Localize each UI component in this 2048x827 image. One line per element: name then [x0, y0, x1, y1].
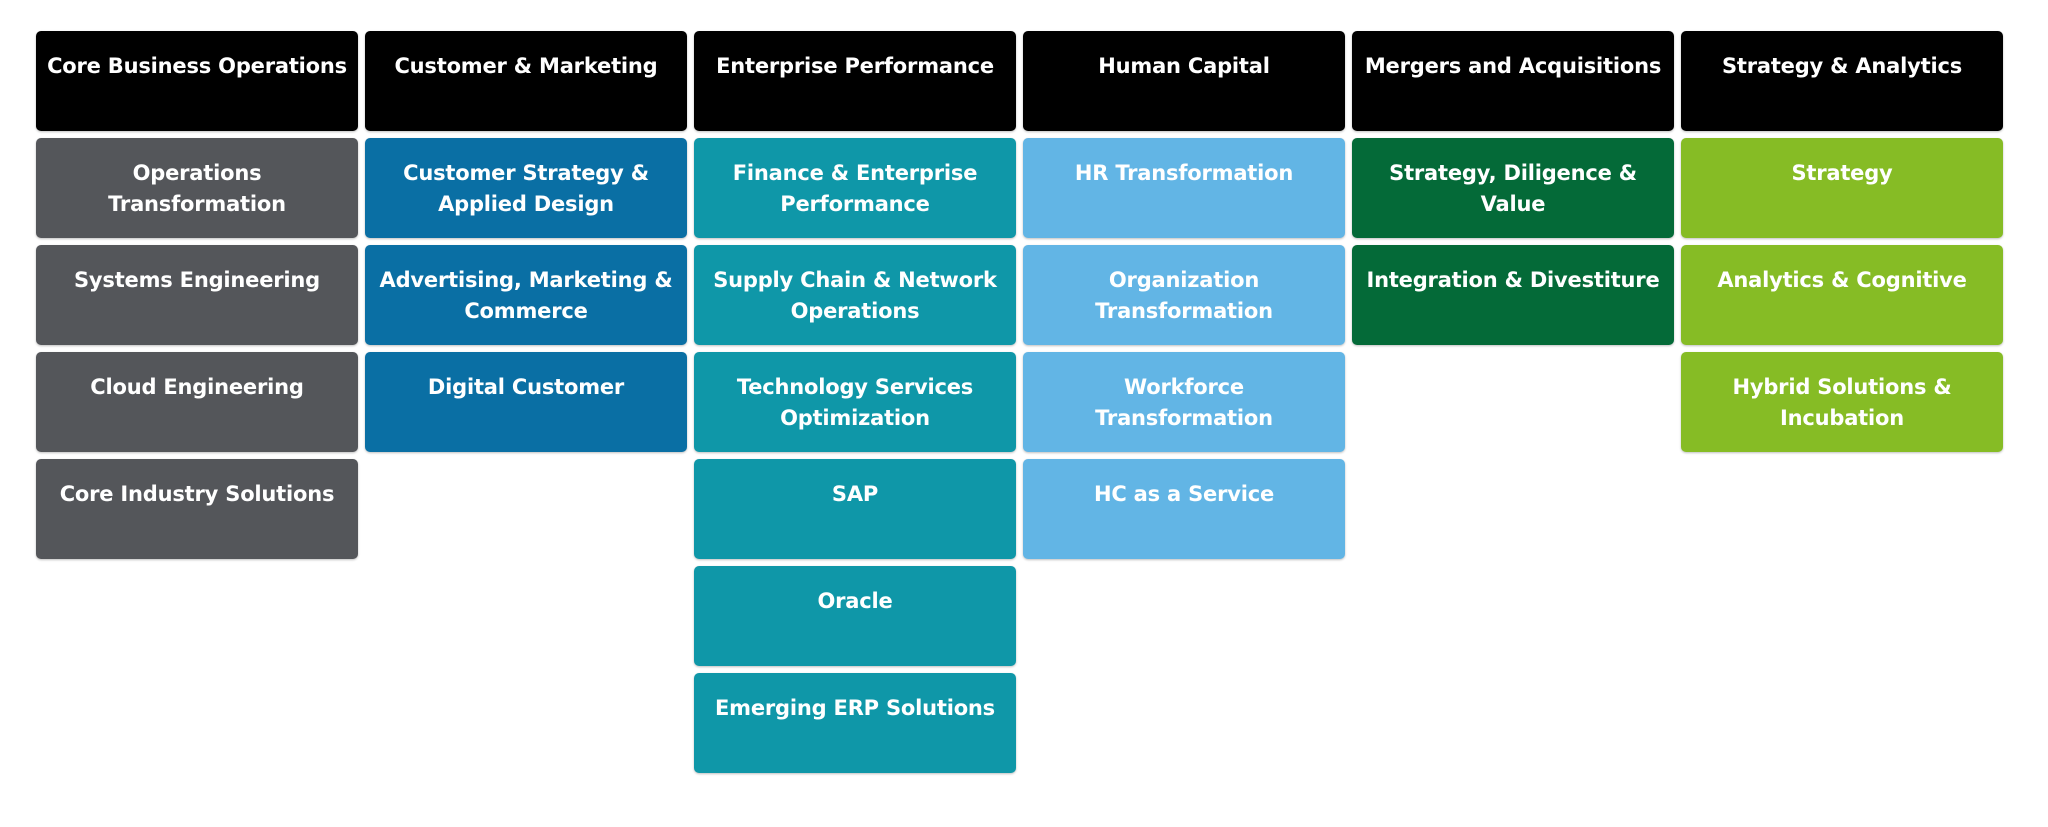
service-tile: SAP [694, 459, 1016, 559]
service-tile: HR Transformation [1023, 138, 1345, 238]
service-tile: Oracle [694, 566, 1016, 666]
service-tile: Hybrid Solutions & Incubation [1681, 352, 2003, 452]
column-header: Customer & Marketing [365, 31, 687, 131]
service-tile: Strategy [1681, 138, 2003, 238]
service-tile: Technology Services Optimization [694, 352, 1016, 452]
service-tile: Core Industry Solutions [36, 459, 358, 559]
service-tile: Integration & Divestiture [1352, 245, 1674, 345]
service-tile: Strategy, Diligence & Value [1352, 138, 1674, 238]
service-tile: Finance & Enterprise Performance [694, 138, 1016, 238]
column-core-business-operations: Core Business Operations Operations Tran… [36, 31, 358, 773]
service-tile: Digital Customer [365, 352, 687, 452]
column-header: Core Business Operations [36, 31, 358, 131]
service-tile: Operations Transformation [36, 138, 358, 238]
column-customer-marketing: Customer & Marketing Customer Strategy &… [365, 31, 687, 773]
service-tile: Emerging ERP Solutions [694, 673, 1016, 773]
column-header: Strategy & Analytics [1681, 31, 2003, 131]
column-mergers-acquisitions: Mergers and Acquisitions Strategy, Dilig… [1352, 31, 1674, 773]
service-tile: HC as a Service [1023, 459, 1345, 559]
column-human-capital: Human Capital HR Transformation Organiza… [1023, 31, 1345, 773]
service-tile: Systems Engineering [36, 245, 358, 345]
column-header: Mergers and Acquisitions [1352, 31, 1674, 131]
column-header: Human Capital [1023, 31, 1345, 131]
service-tile: Supply Chain & Network Operations [694, 245, 1016, 345]
column-enterprise-performance: Enterprise Performance Finance & Enterpr… [694, 31, 1016, 773]
service-tile: Customer Strategy & Applied Design [365, 138, 687, 238]
column-header: Enterprise Performance [694, 31, 1016, 131]
service-tile: Organization Transformation [1023, 245, 1345, 345]
service-matrix: Core Business Operations Operations Tran… [36, 31, 2003, 773]
service-tile: Workforce Transformation [1023, 352, 1345, 452]
service-tile: Analytics & Cognitive [1681, 245, 2003, 345]
column-strategy-analytics: Strategy & Analytics Strategy Analytics … [1681, 31, 2003, 773]
service-tile: Cloud Engineering [36, 352, 358, 452]
service-tile: Advertising, Marketing & Commerce [365, 245, 687, 345]
